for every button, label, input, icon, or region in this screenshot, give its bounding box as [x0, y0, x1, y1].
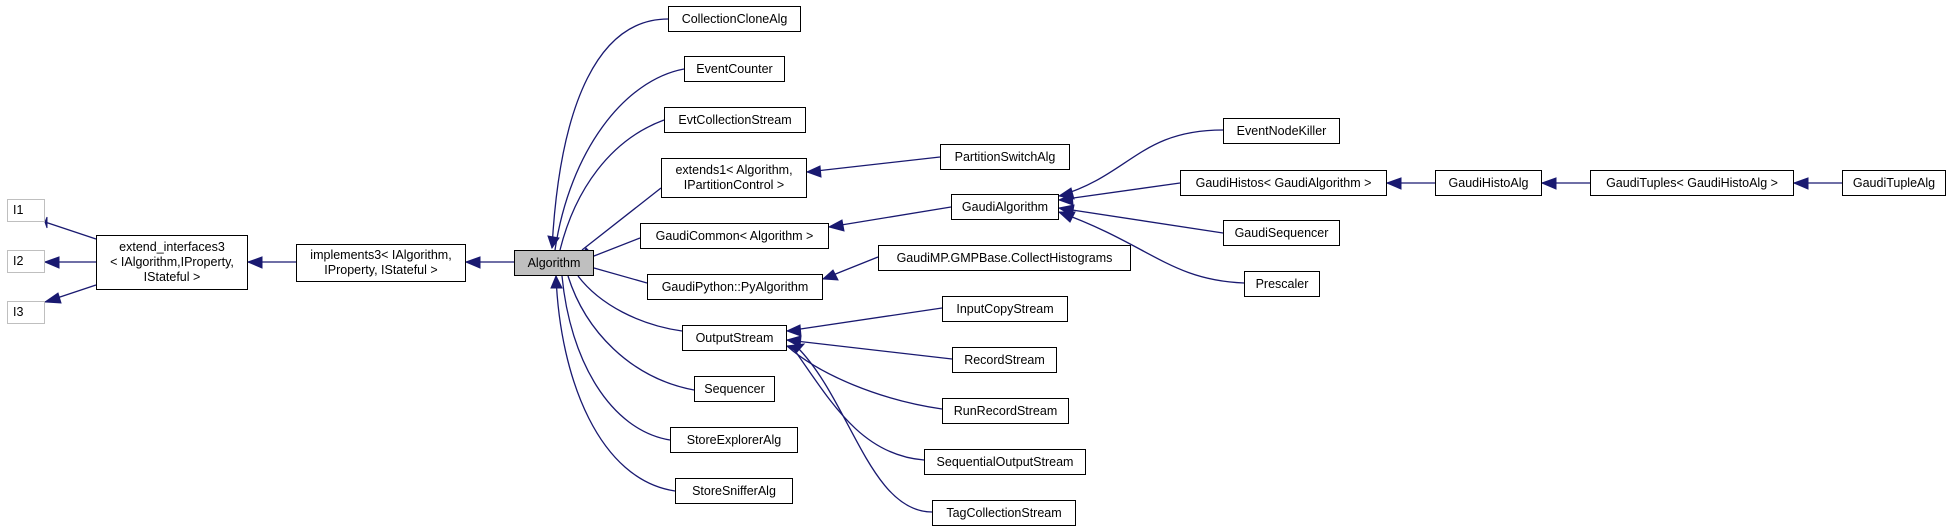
edge-gaudi-algorithm-to-gaudi-common — [828, 206, 952, 228]
node-sequencer[interactable]: Sequencer — [694, 376, 775, 402]
edge-gaudi-sequencer-to-gaudi-algorithm — [1058, 207, 1224, 234]
edge-run-record-stream-to-output-stream — [786, 345, 943, 410]
node-gaudi-tuple-alg[interactable]: GaudiTupleAlg — [1842, 170, 1946, 196]
arrowhead-i2 — [43, 256, 60, 269]
node-store-explorer-alg[interactable]: StoreExplorerAlg — [670, 427, 798, 453]
edge-event-node-killer-to-gaudi-algorithm — [1058, 129, 1224, 197]
node-gaudi-python-pyalgorithm[interactable]: GaudiPython::PyAlgorithm — [647, 274, 823, 300]
edge-partition-switch-alg-to-extends1 — [806, 156, 941, 173]
node-i2[interactable]: I2 — [7, 250, 45, 273]
node-evt-collection-stream[interactable]: EvtCollectionStream — [664, 107, 806, 133]
arrowhead-gaudi-algorithm-4 — [1057, 211, 1076, 223]
arrowhead-gaudi-algorithm-2 — [1057, 193, 1074, 206]
edge-gaudi-python-pyalgorithm-to-algorithm — [593, 267, 648, 284]
node-extend-interfaces3[interactable]: extend_interfaces3 < IAlgorithm,IPropert… — [96, 235, 248, 290]
node-implements3[interactable]: implements3< IAlgorithm, IProperty, ISta… — [296, 244, 466, 282]
arrowhead-i3 — [43, 292, 62, 304]
edge-sequential-output-stream-to-output-stream — [792, 347, 925, 461]
arrowhead-output-stream-3 — [785, 343, 806, 353]
arrowhead-extends1 — [805, 165, 822, 178]
arrowhead-output-stream-1 — [785, 324, 802, 337]
node-event-counter[interactable]: EventCounter — [684, 56, 785, 82]
node-algorithm[interactable]: Algorithm — [514, 250, 594, 276]
arrowhead-gaudi-python — [821, 269, 839, 281]
edge-sequencer-to-algorithm — [567, 275, 695, 391]
edge-extends1-to-algorithm — [581, 187, 662, 251]
edge-gaudi-histos-to-gaudi-algorithm — [1058, 182, 1181, 201]
arrowhead-i1 — [44, 216, 48, 229]
node-partition-switch-alg[interactable]: PartitionSwitchAlg — [940, 144, 1070, 170]
node-record-stream[interactable]: RecordStream — [952, 347, 1057, 373]
node-run-record-stream[interactable]: RunRecordStream — [942, 398, 1069, 424]
node-prescaler[interactable]: Prescaler — [1244, 271, 1320, 297]
edge-tag-collection-stream-to-output-stream — [796, 346, 933, 513]
edge-extend-interfaces3-to-i1 — [44, 221, 97, 240]
node-tag-collection-stream[interactable]: TagCollectionStream — [932, 500, 1076, 526]
edge-collection-clone-alg-to-algorithm — [551, 18, 669, 249]
edge-gaudi-common-to-algorithm — [593, 237, 641, 257]
arrowhead-output-stream-2 — [785, 335, 802, 348]
arrowhead-algorithm-4 — [550, 274, 563, 289]
arrowhead-algorithm-1 — [547, 235, 560, 250]
arrowhead-implements3 — [464, 256, 481, 269]
edge-record-stream-to-output-stream — [786, 339, 953, 360]
edge-store-sniffer-alg-to-algorithm — [555, 275, 676, 492]
arrowhead-extend-interfaces3 — [246, 256, 263, 269]
node-gaudi-common[interactable]: GaudiCommon< Algorithm > — [640, 223, 829, 249]
arrowhead-gaudi-tuples — [1792, 177, 1809, 190]
node-i1[interactable]: I1 — [7, 199, 45, 222]
node-output-stream[interactable]: OutputStream — [682, 325, 787, 351]
arrowhead-gaudi-histos — [1385, 177, 1402, 190]
node-gaudi-sequencer[interactable]: GaudiSequencer — [1223, 220, 1340, 246]
node-gaudi-algorithm[interactable]: GaudiAlgorithm — [951, 194, 1059, 220]
arrowhead-gaudi-common — [827, 219, 845, 232]
edge-input-copy-stream-to-output-stream — [786, 307, 943, 332]
edge-event-counter-to-algorithm — [554, 68, 685, 251]
node-input-copy-stream[interactable]: InputCopyStream — [942, 296, 1068, 322]
edge-store-explorer-alg-to-algorithm — [561, 275, 671, 441]
node-store-sniffer-alg[interactable]: StoreSnifferAlg — [675, 478, 793, 504]
edge-output-stream-to-algorithm — [577, 275, 683, 332]
node-event-node-killer[interactable]: EventNodeKiller — [1223, 118, 1340, 144]
edge-evt-collection-stream-to-algorithm — [559, 119, 665, 251]
node-sequential-output-stream[interactable]: SequentialOutputStream — [924, 449, 1086, 475]
node-collection-clone-alg[interactable]: CollectionCloneAlg — [668, 6, 801, 32]
node-extends1[interactable]: extends1< Algorithm, IPartitionControl > — [661, 158, 807, 198]
node-gaudi-histos[interactable]: GaudiHistos< GaudiAlgorithm > — [1180, 170, 1387, 196]
node-gaudimp-collect-histograms[interactable]: GaudiMP.GMPBase.CollectHistograms — [878, 245, 1131, 271]
node-gaudi-histo-alg[interactable]: GaudiHistoAlg — [1435, 170, 1542, 196]
edge-prescaler-to-gaudi-algorithm — [1058, 211, 1245, 284]
node-gaudi-tuples[interactable]: GaudiTuples< GaudiHistoAlg > — [1590, 170, 1794, 196]
arrowhead-gaudi-histo-alg — [1540, 177, 1557, 190]
node-i3[interactable]: I3 — [7, 301, 45, 324]
